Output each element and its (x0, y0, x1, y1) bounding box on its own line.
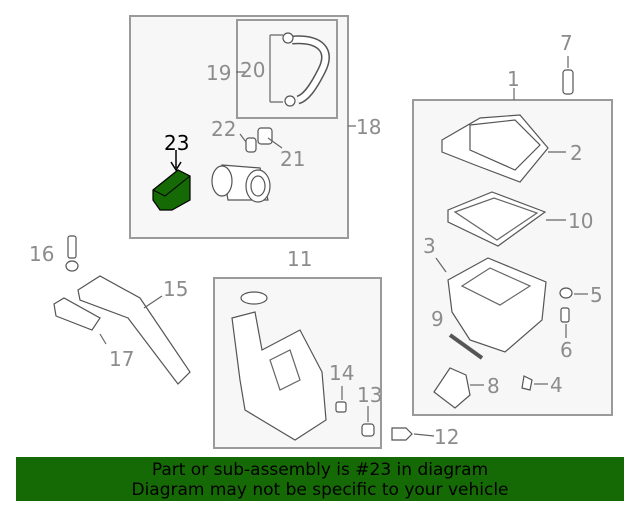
callout-12: 12 (434, 425, 459, 449)
intake-tube (211, 164, 271, 203)
part-8 (433, 367, 471, 409)
part-16-bolt (67, 235, 77, 259)
callout-11: 11 (287, 247, 312, 271)
part-7 (562, 69, 574, 95)
part-22 (245, 137, 257, 153)
part-9 (448, 333, 484, 360)
callout-9: 9 (431, 307, 444, 331)
callout-20: 20 (240, 58, 265, 82)
resonator (231, 291, 327, 441)
part-5 (559, 287, 573, 299)
callout-7: 7 (560, 31, 573, 55)
hose-clamp (284, 95, 296, 107)
callout-8: 8 (487, 374, 500, 398)
air-cleaner-housing (447, 257, 547, 353)
part-16-nut (65, 260, 79, 272)
callout-22: 22 (211, 117, 236, 141)
callout-1: 1 (507, 67, 520, 91)
part-12 (391, 427, 413, 441)
group-box-19-20 (236, 19, 338, 119)
callout-3: 3 (423, 234, 436, 258)
callout-14: 14 (329, 361, 354, 385)
part-13 (361, 423, 375, 437)
callout-13: 13 (357, 383, 382, 407)
part-4 (521, 375, 533, 391)
callout-19: 19 (206, 61, 231, 85)
callout-2: 2 (570, 141, 583, 165)
air-cleaner-cover (441, 114, 549, 183)
callout-18: 18 (356, 115, 381, 139)
callout-15: 15 (163, 277, 188, 301)
callout-17: 17 (109, 347, 134, 371)
notice-line-1: Part or sub-assembly is #23 in diagram (151, 460, 489, 480)
callout-10: 10 (568, 209, 593, 233)
part-17-grille (53, 297, 101, 331)
callout-21: 21 (280, 147, 305, 171)
callout-16: 16 (29, 242, 54, 266)
notice-banner: Part or sub-assembly is #23 in diagram D… (16, 457, 624, 501)
hose-clamp (282, 32, 294, 44)
part-6 (560, 307, 570, 323)
callout-4: 4 (550, 373, 563, 397)
callout-6: 6 (560, 338, 573, 362)
part-21 (257, 127, 273, 145)
hose-bracket (269, 34, 283, 103)
notice-line-2: Diagram may not be specific to your vehi… (131, 480, 509, 500)
part-15-duct (77, 275, 191, 385)
leader-lines (99, 56, 588, 437)
part-14 (335, 401, 347, 413)
callout-23-highlighted: 23 (164, 131, 189, 155)
part-23-highlighted (152, 169, 191, 211)
callout-5: 5 (590, 283, 603, 307)
